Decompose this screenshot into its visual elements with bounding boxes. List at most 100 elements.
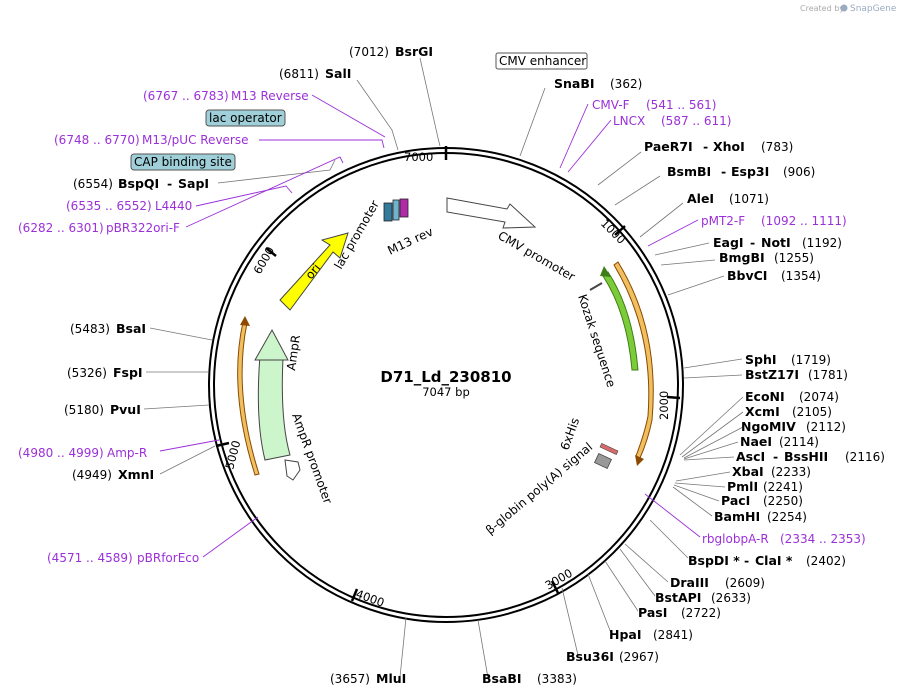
plead-pmt2f <box>647 219 699 247</box>
naei-name: NaeI <box>740 434 772 449</box>
his-tag-mark <box>599 442 619 456</box>
lead-sali <box>356 79 399 151</box>
lead-bmgbi <box>660 259 716 266</box>
lead-bsabi <box>477 619 489 679</box>
bsrgi-name: BsrGI <box>395 44 433 59</box>
pbrforeco-pos: (4571 .. 4589) <box>47 551 133 565</box>
tick-6000 <box>265 247 277 257</box>
lead-ngomiv <box>683 426 744 459</box>
cmv-promoter-label: CMV promoter <box>496 228 578 283</box>
bsai-name: BsaI <box>116 321 146 336</box>
plead-cmvf <box>559 103 589 169</box>
bsmbi-name: BsmBI <box>667 164 711 179</box>
pbr322-name: pBR322ori-F <box>106 221 180 235</box>
plasmid-name: D71_Ld_230810 <box>380 368 511 386</box>
ampr-promoter-arrow <box>284 459 301 481</box>
bspdi-pos: (2402) <box>806 554 846 568</box>
bsmbi-pos: (906) <box>783 165 815 179</box>
bsabi-name: BsaBI <box>482 671 522 686</box>
lead-xbai <box>675 471 731 482</box>
plead-pbr322 <box>185 156 344 228</box>
pbrforeco-name: pBRforEco <box>137 551 199 565</box>
asci-pos: (2116) <box>845 450 885 464</box>
lead-naei <box>683 441 739 460</box>
tick-label-1000: 1000 <box>598 216 629 247</box>
xcmi-name: XcmI <box>745 404 780 419</box>
lead-paci <box>673 484 720 502</box>
xbai-pos: (2233) <box>771 465 811 479</box>
draiii-pos: (2609) <box>725 576 765 590</box>
xmni-name: XmnI <box>118 467 154 482</box>
ampr-arrowhead <box>254 328 289 361</box>
snapgene-brand: SnapGene <box>850 4 897 14</box>
m13puc-pos: (6748 .. 6770) <box>54 133 140 147</box>
ampr-promoter-label: AmpR promoter <box>289 411 335 505</box>
lead-mlui <box>399 617 407 678</box>
cmvf-name: CMV-F <box>592 98 630 112</box>
kozak-mark <box>589 282 603 291</box>
xcmi-pos: (2105) <box>792 405 832 419</box>
eagi-pos: (1192) <box>802 236 842 250</box>
bsu36i-pos: (2967) <box>619 650 659 664</box>
asci-sep: - <box>773 449 778 464</box>
tick-label-2000: 2000 <box>657 391 671 420</box>
ampr-arrow <box>257 354 291 461</box>
lead-asci <box>683 456 735 461</box>
snabi-pos: (362) <box>610 77 642 91</box>
orf-orange-right-arrowhead <box>635 455 644 466</box>
lead-bstapi <box>619 548 656 597</box>
econi-pos: (2074) <box>799 390 839 404</box>
bmgbi-name: BmgBI <box>719 250 765 265</box>
paci-name: PacI <box>721 493 750 508</box>
eagi-name: EagI <box>713 235 744 250</box>
lead-bspdi <box>649 519 689 559</box>
xbai-name: XbaI <box>732 464 764 479</box>
paci-pos: (2250) <box>763 494 803 508</box>
m13-primer-mark <box>399 198 409 218</box>
lead-bstz17i <box>683 374 743 379</box>
bamhi-pos: (2254) <box>767 510 807 524</box>
lead-sphi <box>683 358 743 369</box>
bstz17i-name: BstZ17I <box>745 367 799 382</box>
ampr-label: AmpR <box>284 334 303 371</box>
bbvci-pos: (1354) <box>781 269 821 283</box>
primer-leader-lines <box>159 94 701 558</box>
sali-name: SalI <box>325 66 351 81</box>
plead-rbglob <box>644 493 701 538</box>
lac-operator-mark <box>383 202 393 222</box>
leader-lines <box>143 57 744 679</box>
bamhi-name: BamHI <box>714 509 760 524</box>
pasi-name: PasI <box>638 605 667 620</box>
lncx-pos: (587 .. 611) <box>661 114 731 128</box>
bsmbi-sep: - <box>721 164 726 179</box>
bmgbi-pos: (1255) <box>774 251 814 265</box>
bstapi-pos: (2633) <box>711 591 751 605</box>
cmv-promoter-arrow <box>446 197 537 229</box>
plead-m13r <box>311 94 386 138</box>
alei-pos: (1071) <box>729 192 769 206</box>
ampR-name: Amp-R <box>107 446 147 460</box>
mlui-pos: (3657) <box>330 672 370 686</box>
tick-1000 <box>614 225 626 236</box>
lead-alei <box>639 202 684 238</box>
lead-bsai <box>149 327 213 341</box>
bspdi-name: BspDI * <box>688 553 740 568</box>
lead-bsu36i <box>561 587 579 656</box>
cap-site-mark <box>392 199 400 221</box>
m13r-name: M13 Reverse <box>231 89 309 103</box>
pvui-pos: (5180) <box>64 403 104 417</box>
lac-promoter-label: lac promoter <box>331 198 382 272</box>
l4440-pos: (6535 .. 6552) <box>66 199 152 213</box>
sphi-name: SphI <box>745 352 777 367</box>
lead-xmni <box>159 445 216 475</box>
bstapi-name: BstAPI <box>655 590 701 605</box>
mlui-name: MluI <box>376 671 406 686</box>
lead-paer7i <box>597 151 642 186</box>
plasmid-size: 7047 bp <box>422 385 470 399</box>
sali-pos: (6811) <box>279 67 319 81</box>
orf-orange-left-arrowhead <box>240 316 250 326</box>
lead-bspqi <box>217 159 336 184</box>
created-by-credit: Created by <box>800 4 844 13</box>
m13puc-name: M13/pUC Reverse <box>142 133 249 147</box>
